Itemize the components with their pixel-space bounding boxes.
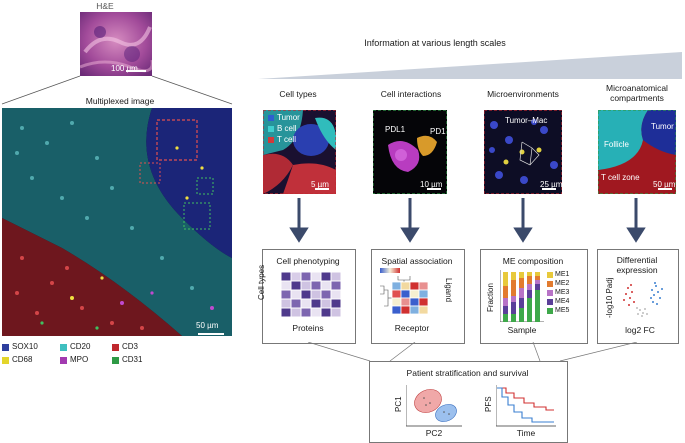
he-title: H&E [96, 1, 114, 11]
tcell-swatch [268, 137, 274, 143]
phenotyping-xlabel: Proteins [292, 323, 324, 333]
marker-sox10: SOX10 [12, 342, 38, 351]
marker-cd68: CD68 [12, 355, 33, 364]
analysis-title-spatial: Spatial association [381, 256, 453, 266]
label-bcell: B cell [277, 124, 297, 133]
spatial-heatmap [380, 268, 429, 315]
cell-interactions-scale: 10 µm [420, 180, 443, 189]
survival-title: Patient stratification and survival [406, 368, 529, 378]
panel-title-compartments: Microanatomical compartments [606, 83, 668, 103]
multiplex-title: Multiplexed image [85, 96, 155, 106]
km-ylabel: PFS [484, 396, 493, 412]
he-image [80, 12, 152, 76]
label-tumor: Tumor [277, 113, 300, 122]
survival-panel [369, 361, 568, 443]
tumor-swatch [268, 115, 274, 121]
marker-mpo: MPO [70, 355, 89, 364]
de-xlabel: log2 FC [625, 325, 655, 335]
scale-wedge [258, 52, 682, 79]
me5-swatch [547, 308, 553, 314]
me1-label: ME1 [555, 271, 570, 278]
de-ylabel: -log10 Padj [605, 277, 614, 318]
marker-cd3: CD3 [122, 342, 139, 351]
me4-swatch [547, 299, 553, 305]
km-xlabel: Time [516, 428, 536, 438]
me5-label: ME5 [555, 307, 570, 314]
me-ylabel: Fraction [486, 283, 495, 312]
label-tumor-mac: Tumor–Mac [505, 116, 548, 125]
cd31-swatch [112, 357, 119, 364]
cd20-swatch [60, 344, 67, 351]
analysis-title-me: ME composition [502, 256, 564, 266]
pca-ylabel: PC1 [394, 396, 403, 412]
compartments-image [598, 110, 676, 194]
me3-label: ME3 [555, 289, 570, 296]
label-pdl1: PDL1 [385, 125, 406, 134]
sox10-swatch [2, 344, 9, 351]
spatial-ylabel: Ligand [444, 278, 453, 303]
cd3-swatch [112, 344, 119, 351]
pca-plot [406, 385, 462, 427]
me-xlabel: Sample [507, 325, 537, 335]
microenvironments-image [484, 110, 562, 194]
me1-swatch [547, 272, 553, 278]
label-pd1: PD1 [430, 127, 446, 136]
cell-interactions-image [373, 110, 447, 194]
panel-title-cell-types: Cell types [279, 89, 317, 99]
spatial-xlabel: Receptor [394, 323, 430, 333]
pca-xlabel: PC2 [425, 428, 443, 438]
phenotyping-ylabel: Cell types [257, 264, 266, 300]
cd68-swatch [2, 357, 9, 364]
he-scale: 100 µm [111, 64, 138, 73]
multiplex-image [2, 108, 232, 336]
me-stacked-bars [500, 270, 544, 322]
zoom-lines [1, 75, 233, 105]
label-tcell: T cell [277, 135, 296, 144]
microenvironments-scale: 25 µm [540, 180, 563, 189]
panel-title-cell-interactions: Cell interactions [380, 89, 442, 99]
cell-types-scale: 5 µm [311, 180, 329, 189]
bcell-swatch [268, 126, 274, 132]
analysis-differential-expression [597, 249, 679, 344]
multiplex-scale: 50 µm [196, 321, 219, 330]
me3-swatch [547, 290, 553, 296]
analysis-title-de: Differential expression [616, 255, 658, 275]
analysis-title-phenotyping: Cell phenotyping [276, 256, 340, 266]
me4-label: ME4 [555, 298, 570, 305]
compartments-scale: 50 µm [653, 180, 676, 189]
phenotyping-heatmap [281, 272, 341, 318]
marker-cd20: CD20 [70, 342, 91, 351]
label-follicle: Follicle [604, 140, 629, 149]
me2-label: ME2 [555, 280, 570, 287]
label-tcell-zone: T cell zone [601, 173, 640, 182]
mpo-swatch [60, 357, 67, 364]
scales-header: Information at various length scales [364, 38, 506, 48]
me2-swatch [547, 281, 553, 287]
volcano-plot [623, 282, 663, 317]
cell-types-image [263, 110, 336, 194]
km-plot [496, 385, 556, 427]
arrows [289, 198, 646, 243]
label-tumor-compartment: Tumor [651, 122, 674, 131]
panel-title-microenvironments: Microenvironments [487, 89, 559, 99]
connector-lines [307, 342, 638, 362]
analysis-me-composition [480, 249, 588, 344]
marker-cd31: CD31 [122, 355, 143, 364]
